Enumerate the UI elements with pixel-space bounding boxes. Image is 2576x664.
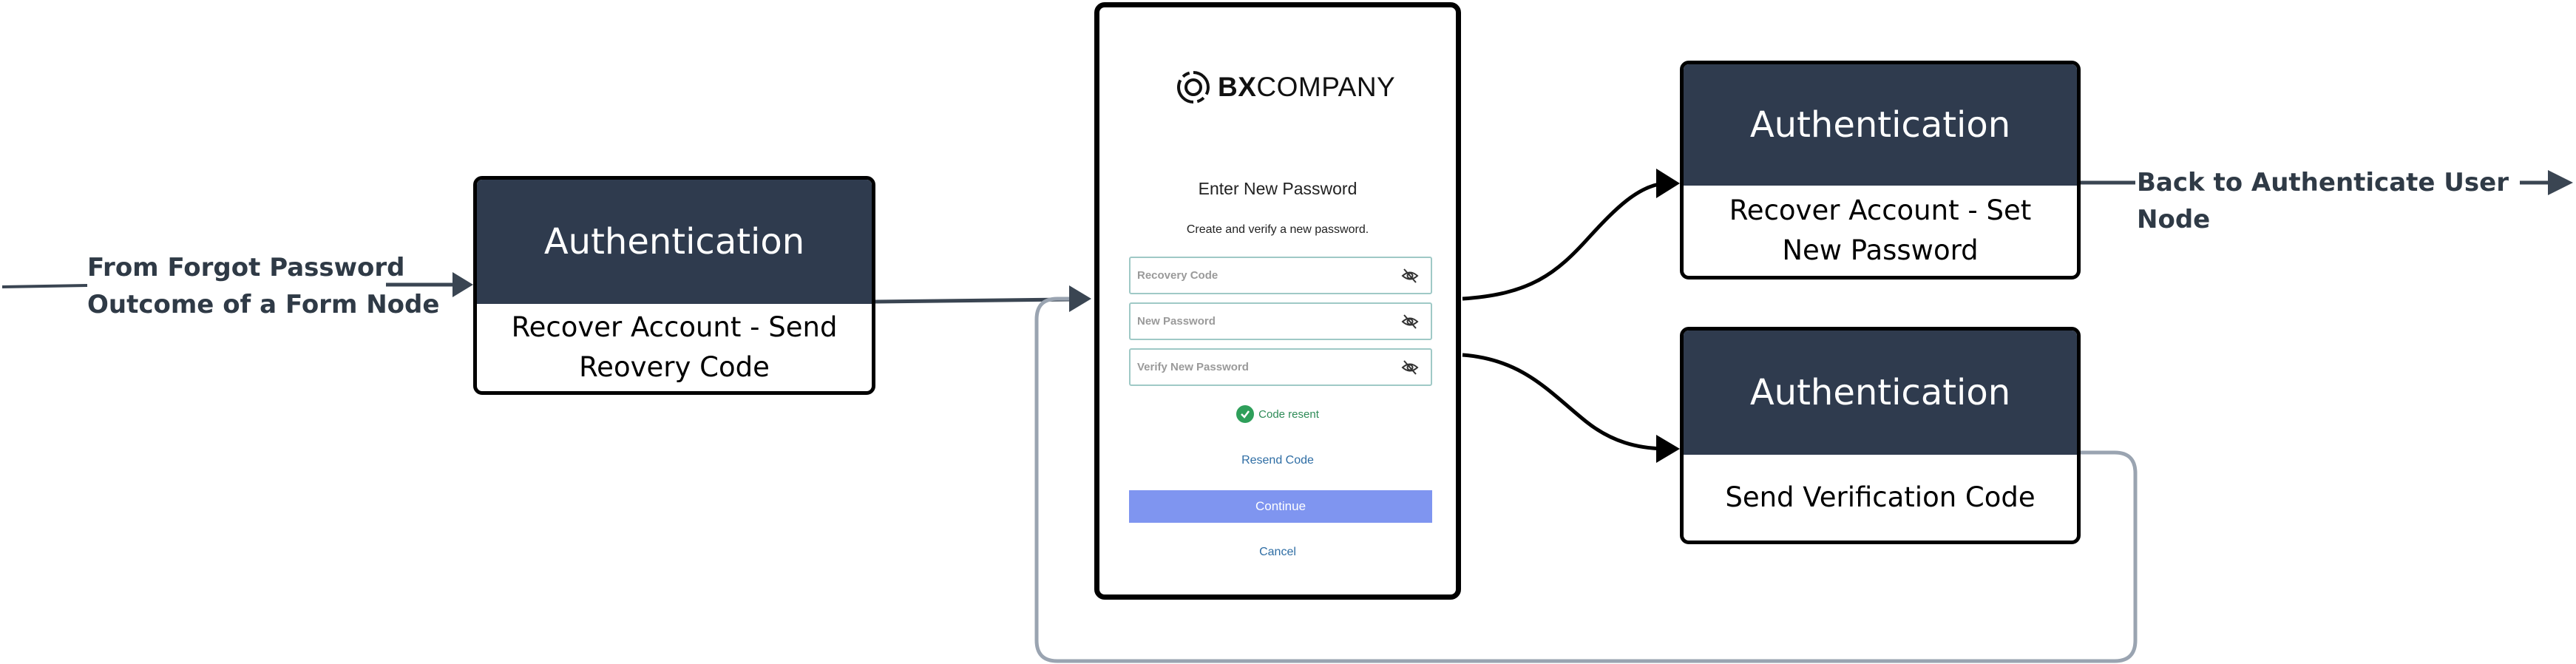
new-password-field[interactable] <box>1129 302 1432 340</box>
node-header: Authentication <box>1684 331 2077 455</box>
form-subtitle: Create and verify a new password. <box>1186 223 1369 236</box>
send-recovery-code-node[interactable]: Authentication Recover Account - Send Re… <box>473 176 875 395</box>
form-to-verify-arrowhead <box>1656 435 1680 463</box>
node-header: Authentication <box>477 180 872 304</box>
continue-button[interactable]: Continue <box>1129 490 1432 523</box>
send-verification-code-node[interactable]: Authentication Send Verification Code <box>1680 327 2081 544</box>
node-body: Recover Account - Send Reovery Code <box>511 311 838 383</box>
node-body: Recover Account - Set New Password <box>1729 194 2032 266</box>
verify-loop-connector <box>1034 297 2138 663</box>
resend-code-link[interactable]: Resend Code <box>1241 454 1314 467</box>
recovery-code-field[interactable] <box>1129 257 1432 294</box>
exit-arrowhead <box>2548 170 2573 195</box>
circular-logo-icon <box>1177 71 1210 104</box>
node-to-form-arrowhead <box>1069 285 1091 312</box>
new-password-input[interactable] <box>1131 304 1389 339</box>
entry-label-line-2: Outcome of a Form Node <box>87 290 440 319</box>
node-header: Authentication <box>1684 64 2077 186</box>
entry-label-line-1: From Forgot Password <box>87 253 405 282</box>
node-body: Send Verification Code <box>1725 481 2036 513</box>
exit-label: Back to Authenticate User Node <box>2137 168 2509 234</box>
entry-line <box>1 284 88 288</box>
form-title: Enter New Password <box>1198 179 1358 198</box>
form-to-verify-curve <box>1462 353 1664 451</box>
eye-slash-icon[interactable] <box>1401 314 1419 330</box>
form-preview: BXCOMPANY Enter New Password Create and … <box>1094 2 1461 600</box>
check-circle-icon <box>1236 405 1255 423</box>
verify-password-field[interactable] <box>1129 348 1432 386</box>
logo-text-bold: BX <box>1218 72 1257 102</box>
form-to-set-password-arrowhead <box>1656 169 1680 198</box>
set-new-password-node[interactable]: Authentication Recover Account - Set New… <box>1680 61 2081 280</box>
eye-slash-icon[interactable] <box>1401 268 1419 284</box>
node-to-form-line <box>875 297 1070 304</box>
eye-slash-icon[interactable] <box>1401 359 1419 376</box>
status-message: Code resent <box>1099 405 1456 423</box>
logo-text: BXCOMPANY <box>1218 72 1395 103</box>
entry-label: From Forgot Password Outcome of a Form N… <box>87 249 439 323</box>
verify-password-input[interactable] <box>1131 350 1389 384</box>
cancel-link[interactable]: Cancel <box>1259 546 1296 558</box>
entry-arrowhead <box>453 272 473 297</box>
company-logo: BXCOMPANY <box>1176 65 1395 109</box>
logo-text-rest: COMPANY <box>1256 72 1396 102</box>
recovery-code-input[interactable] <box>1131 258 1389 293</box>
status-text: Code resent <box>1258 407 1319 421</box>
form-to-set-password-curve <box>1462 181 1664 301</box>
